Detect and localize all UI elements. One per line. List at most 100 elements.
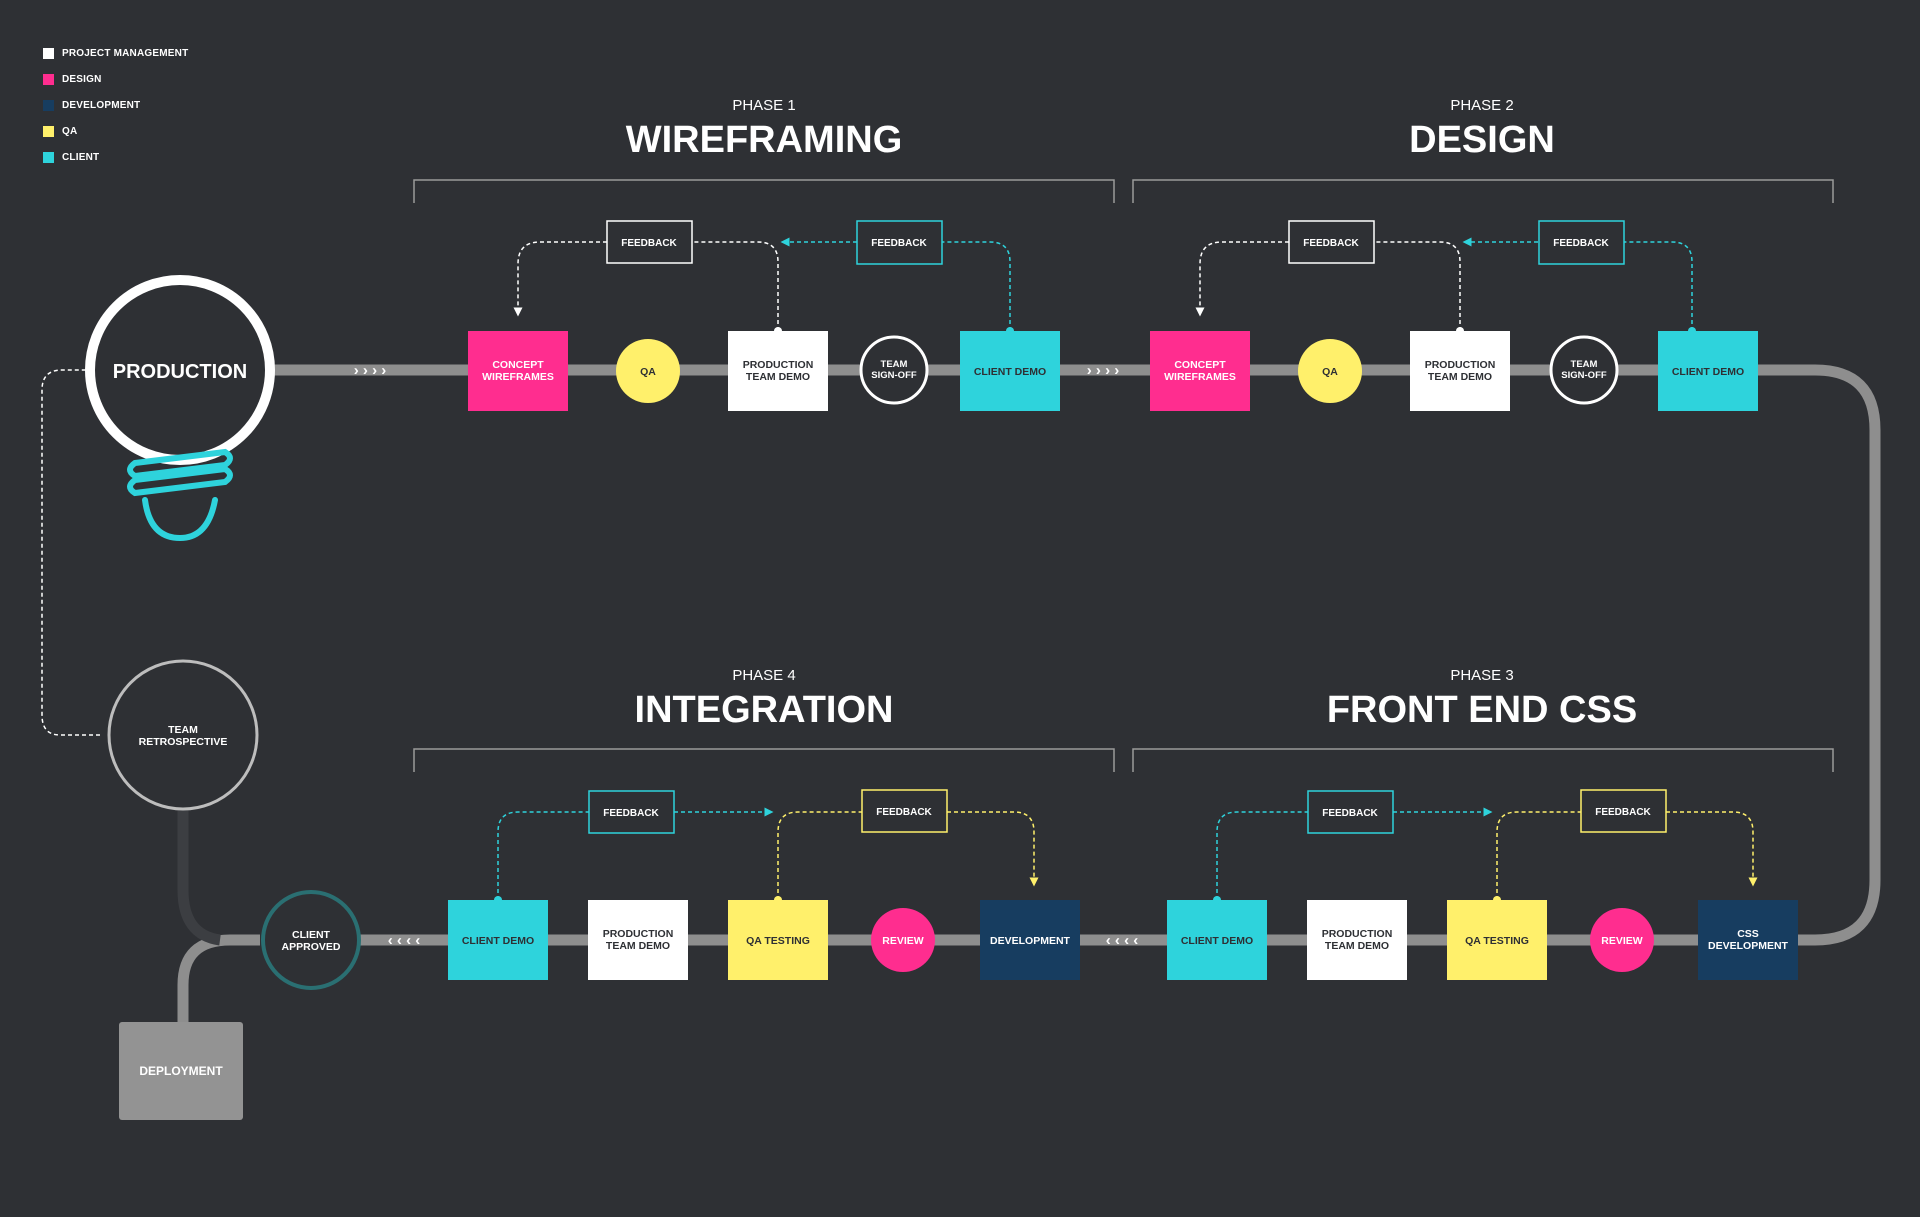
client-demo-box [1167,900,1267,980]
css-development-line2: DEVELOPMENT [1708,940,1789,952]
client-demo-label: CLIENT DEMO [974,366,1046,378]
retrospective-label-line2: RETROSPECTIVE [139,736,228,748]
qa-testing-label: QA TESTING [746,935,810,947]
production-team-demo-line2: TEAM DEMO [1428,371,1492,383]
client-demo-label: CLIENT DEMO [1181,935,1253,947]
phase-bracket [1132,179,1834,203]
team-signoff-circle [1549,335,1619,405]
development-box [980,900,1080,980]
client-approved-line2: APPROVED [282,941,341,953]
client-demo-box [448,900,548,980]
legend-swatch [43,73,54,85]
client-approved-line1: CLIENT [292,929,331,941]
feedback-box [1538,220,1625,265]
phase-1-header: PHASE 1 WIREFRAMING [413,97,1115,203]
legend-swatch [43,47,54,59]
deployment-node: DEPLOYMENT [119,1022,243,1120]
concept-wireframes-line2: WIREFRAMES [1164,371,1236,383]
qa-testing-label: QA TESTING [1465,935,1529,947]
qa-label: QA [1322,366,1338,378]
retrospective-label-line1: TEAM [168,724,198,736]
bulb-base-icon [127,448,233,542]
qa-circle [616,339,680,403]
production-label: PRODUCTION [113,361,247,383]
legend-swatch [43,99,54,111]
concept-wireframes-line2: WIREFRAMES [482,371,554,383]
client-demo-box [1658,331,1758,411]
client-demo-label: CLIENT DEMO [1672,366,1744,378]
qa-circle [1298,339,1362,403]
phase-2-nodes: CONCEPT WIREFRAMES QA PRODUCTION TEAM DE… [1150,331,1758,411]
phase-label: PHASE 1 [732,97,795,114]
team-signoff-line2: SIGN-OFF [1561,370,1607,381]
phase-1-feedback: FEEDBACK FEEDBACK [513,220,1014,335]
production-team-demo-line1: PRODUCTION [603,928,674,940]
concept-wireframes-box [1150,331,1250,411]
legend-label: DEVELOPMENT [62,99,141,111]
review-circle [1590,908,1654,972]
qa-testing-box [728,900,828,980]
phase-label: PHASE 3 [1450,667,1513,684]
team-signoff-line1: TEAM [881,359,908,370]
feedback-label: FEEDBACK [871,238,927,249]
flow-arrows: ‹ ‹ ‹ ‹ [1106,932,1138,949]
team-signoff-line2: SIGN-OFF [871,370,917,381]
client-demo-label: CLIENT DEMO [462,935,534,947]
review-circle [871,908,935,972]
phase-label: PHASE 4 [732,667,795,684]
legend-item-design: DESIGN [43,66,188,92]
team-signoff-line1: TEAM [1571,359,1598,370]
production-team-demo-line1: PRODUCTION [1425,359,1496,371]
phase-4-header: PHASE 4 INTEGRATION [413,667,1115,772]
phase-2-feedback: FEEDBACK FEEDBACK [1195,220,1696,335]
phase-bracket [413,179,1115,203]
client-approved-node: CLIENT APPROVED [261,890,361,990]
legend-label: QA [62,125,78,137]
phase-title: INTEGRATION [635,689,894,731]
phase-4-nodes: CLIENT DEMO PRODUCTION TEAM DEMO QA TEST… [448,900,1080,980]
feedback-label: FEEDBACK [603,808,659,819]
feedback-box [1580,789,1667,833]
feedback-label: FEEDBACK [1595,807,1651,818]
production-team-demo-line2: TEAM DEMO [746,371,810,383]
flow-arrows: › › › › [1087,362,1119,379]
legend-item-qa: QA [43,118,188,144]
feedback-label: FEEDBACK [1322,808,1378,819]
legend-swatch [43,151,54,163]
phase-4-feedback: FEEDBACK FEEDBACK [494,789,1039,904]
production-team-demo-line1: PRODUCTION [1322,928,1393,940]
production-team-demo-box [1410,331,1510,411]
production-team-demo-line2: TEAM DEMO [606,940,670,952]
legend-item-development: DEVELOPMENT [43,92,188,118]
phase-3-header: PHASE 3 FRONT END CSS [1132,667,1834,772]
phase-title: WIREFRAMING [626,119,903,161]
feedback-box [588,790,675,834]
feedback-label: FEEDBACK [1303,238,1359,249]
qa-label: QA [640,366,656,378]
feedback-box [861,789,948,833]
phase-3-nodes: CLIENT DEMO PRODUCTION TEAM DEMO QA TEST… [1167,900,1798,980]
feedback-label: FEEDBACK [876,807,932,818]
concept-wireframes-line1: CONCEPT [1174,359,1226,371]
production-team-demo-box [728,331,828,411]
legend-label: DESIGN [62,73,102,85]
phase-1-nodes: CONCEPT WIREFRAMES QA PRODUCTION TEAM DE… [468,331,1060,411]
client-demo-box [960,331,1060,411]
retrospective-loop [41,369,100,736]
legend-label: CLIENT [62,151,100,163]
flow-arrows: ‹ ‹ ‹ ‹ [388,932,420,949]
review-label: REVIEW [882,935,924,947]
feedback-label: FEEDBACK [1553,238,1609,249]
phase-title: FRONT END CSS [1327,689,1637,731]
team-signoff-circle [859,335,929,405]
feedback-box [1307,790,1394,834]
phase-bracket [1132,748,1834,772]
production-bulb: PRODUCTION [85,275,275,542]
legend-item-client: CLIENT [43,144,188,170]
production-team-demo-line2: TEAM DEMO [1325,940,1389,952]
legend: PROJECT MANAGEMENT DESIGN DEVELOPMENT QA… [43,40,188,170]
feedback-label: FEEDBACK [621,238,677,249]
concept-wireframes-line1: CONCEPT [492,359,544,371]
phase-label: PHASE 2 [1450,97,1513,114]
